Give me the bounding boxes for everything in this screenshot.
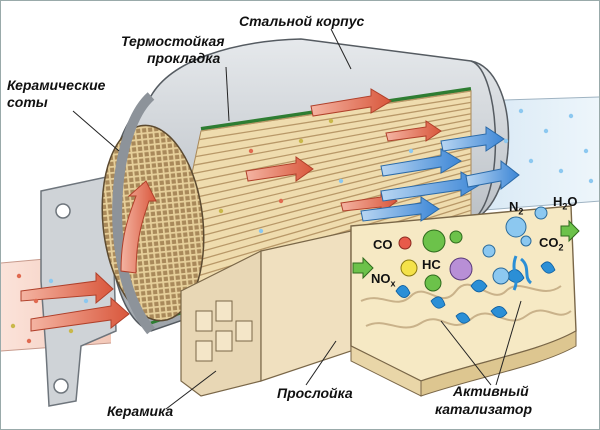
washcoat-out-arrow: [560, 219, 580, 243]
inflow-arrow-upper: [20, 271, 114, 305]
label-catalyst-line2: катализатор: [435, 401, 533, 417]
channel-line: [199, 96, 472, 141]
particle-dot: [528, 158, 534, 164]
label-gasket-line1: Термостойкая: [121, 33, 225, 49]
particle-dot: [568, 113, 574, 119]
particle-dot: [218, 208, 224, 214]
particle-dot: [48, 278, 54, 284]
label-washcoat: Прослойка: [277, 385, 353, 401]
channel-line: [186, 135, 472, 200]
particle-dot: [543, 128, 549, 134]
channel-line: [195, 107, 472, 158]
particle-dot: [258, 228, 264, 234]
channel-line: [184, 141, 472, 209]
channel-arrow-blue-2: [380, 171, 482, 202]
channel-line: [175, 169, 472, 252]
channel-arrow-red-1: [310, 88, 392, 117]
particle-dot: [503, 138, 509, 144]
shell-front-rim: [112, 92, 155, 335]
channel-line: [193, 113, 472, 166]
label-honeycomb-line1: Керамические: [7, 77, 106, 93]
particle-dot: [583, 148, 589, 154]
channel-line: [171, 181, 472, 269]
particle-dot: [83, 298, 89, 304]
particle-dot: [10, 323, 16, 329]
inflow-arrow-bend: [120, 180, 157, 274]
particle-dots: [10, 108, 594, 344]
washcoat-in-arrow: [352, 256, 374, 280]
channel-line: [188, 130, 472, 192]
channel-arrow-red-2: [385, 120, 442, 142]
chem-nox: NOx: [371, 271, 396, 289]
particle-dot: [68, 328, 74, 334]
particle-dot: [328, 118, 334, 124]
chem-co: CO: [373, 237, 393, 252]
particle-dot: [588, 178, 594, 184]
chem-co2: CO2: [539, 235, 564, 253]
exhaust-flow-arrows: [20, 88, 580, 332]
particle-dot: [26, 338, 32, 344]
label-catalyst-line1: Активный: [453, 383, 529, 399]
channel-arrow-blue-4: [440, 126, 505, 152]
molecule-spheres: [398, 206, 548, 292]
particle-dot: [298, 138, 304, 144]
label-steel-shell: Стальной корпус: [239, 13, 365, 29]
particle-dot: [16, 273, 22, 279]
channel-arrow-blue-1: [380, 148, 462, 177]
channel-arrow-blue-3: [360, 196, 440, 222]
channel-line: [197, 101, 472, 149]
particle-dot: [248, 148, 254, 154]
particle-dot: [558, 168, 564, 174]
outflow-arrow: [465, 159, 520, 191]
particle-dot: [408, 148, 414, 154]
channel-line: [179, 158, 472, 235]
label-ceramics: Керамика: [107, 403, 174, 419]
chem-n2: N2: [509, 199, 524, 217]
inflow-arrow-lower: [30, 296, 130, 332]
channel-line: [177, 164, 472, 243]
label-honeycomb-line2: соты: [7, 94, 48, 110]
chem-hc: HC: [422, 257, 441, 272]
particle-dot: [278, 198, 284, 204]
particle-dot: [518, 108, 524, 114]
chem-h2o: H2O: [553, 194, 578, 212]
label-gasket-line2: прокладка: [147, 50, 221, 66]
channel-arrow-red-3: [245, 156, 314, 182]
particle-dot: [33, 298, 39, 304]
particle-dot: [338, 178, 344, 184]
